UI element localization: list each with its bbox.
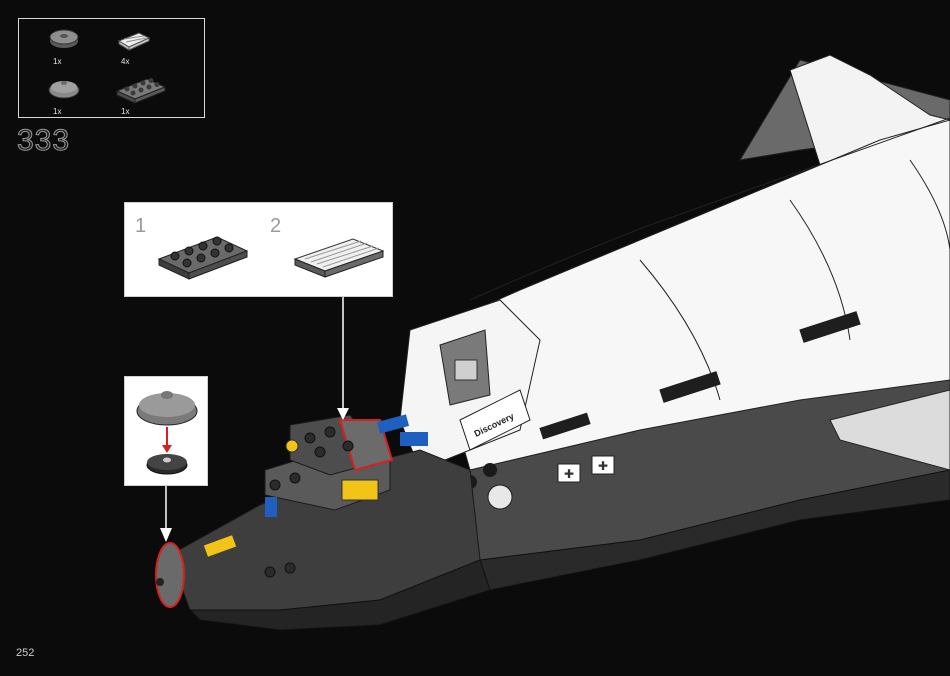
dish-assembly-icon (131, 383, 203, 481)
part-dish: 1x (47, 75, 107, 119)
part-qty: 4x (121, 57, 129, 66)
subassembly-callout: 1 2 (124, 202, 393, 297)
part-qty: 1x (121, 107, 129, 116)
dish-2x2-icon (47, 75, 83, 103)
substep-2-number: 2 (270, 215, 281, 238)
page-number: 252 (16, 647, 34, 659)
plate-2x4-icon (115, 75, 167, 105)
svg-text:✚: ✚ (598, 459, 608, 473)
part-round-plate: 1x (47, 25, 107, 69)
round-plate-2x2-icon (47, 25, 83, 53)
step-number: 333 (17, 124, 70, 158)
svg-text:✚: ✚ (564, 467, 574, 481)
parts-list: 1x 4x 1x 1x (18, 18, 205, 118)
plate-2x4-icon (155, 231, 251, 281)
part-qty: 1x (53, 107, 61, 116)
part-tile-grille: 4x (115, 25, 175, 69)
part-qty: 1x (53, 57, 61, 66)
tile-grille-icon (291, 229, 387, 281)
part-plate-2x4: 1x (115, 75, 175, 119)
tile-grille-icon (115, 25, 155, 53)
dish-callout (124, 376, 208, 486)
substep-1-number: 1 (135, 215, 146, 238)
